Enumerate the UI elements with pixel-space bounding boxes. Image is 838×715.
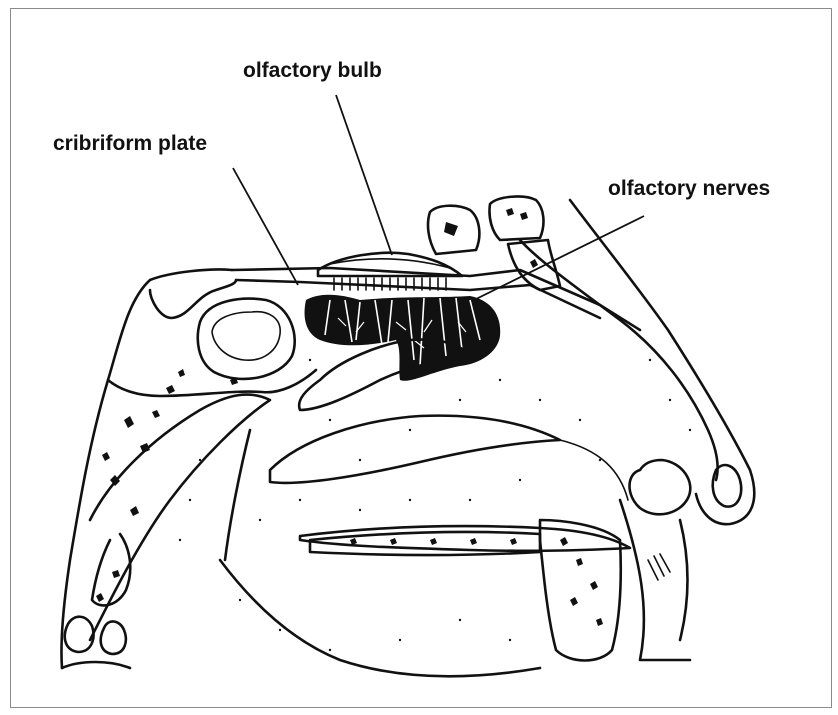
hard-palate (310, 520, 621, 661)
stippling (179, 359, 691, 651)
leader-line-cribriform-plate (233, 168, 298, 285)
label-olfactory-bulb: olfactory bulb (243, 60, 382, 81)
label-cribriform-plate: cribriform plate (53, 133, 207, 154)
skull-bone-left (61, 269, 316, 668)
leader-line-olfactory-bulb (336, 95, 392, 255)
label-olfactory-nerves: olfactory nerves (608, 178, 770, 199)
